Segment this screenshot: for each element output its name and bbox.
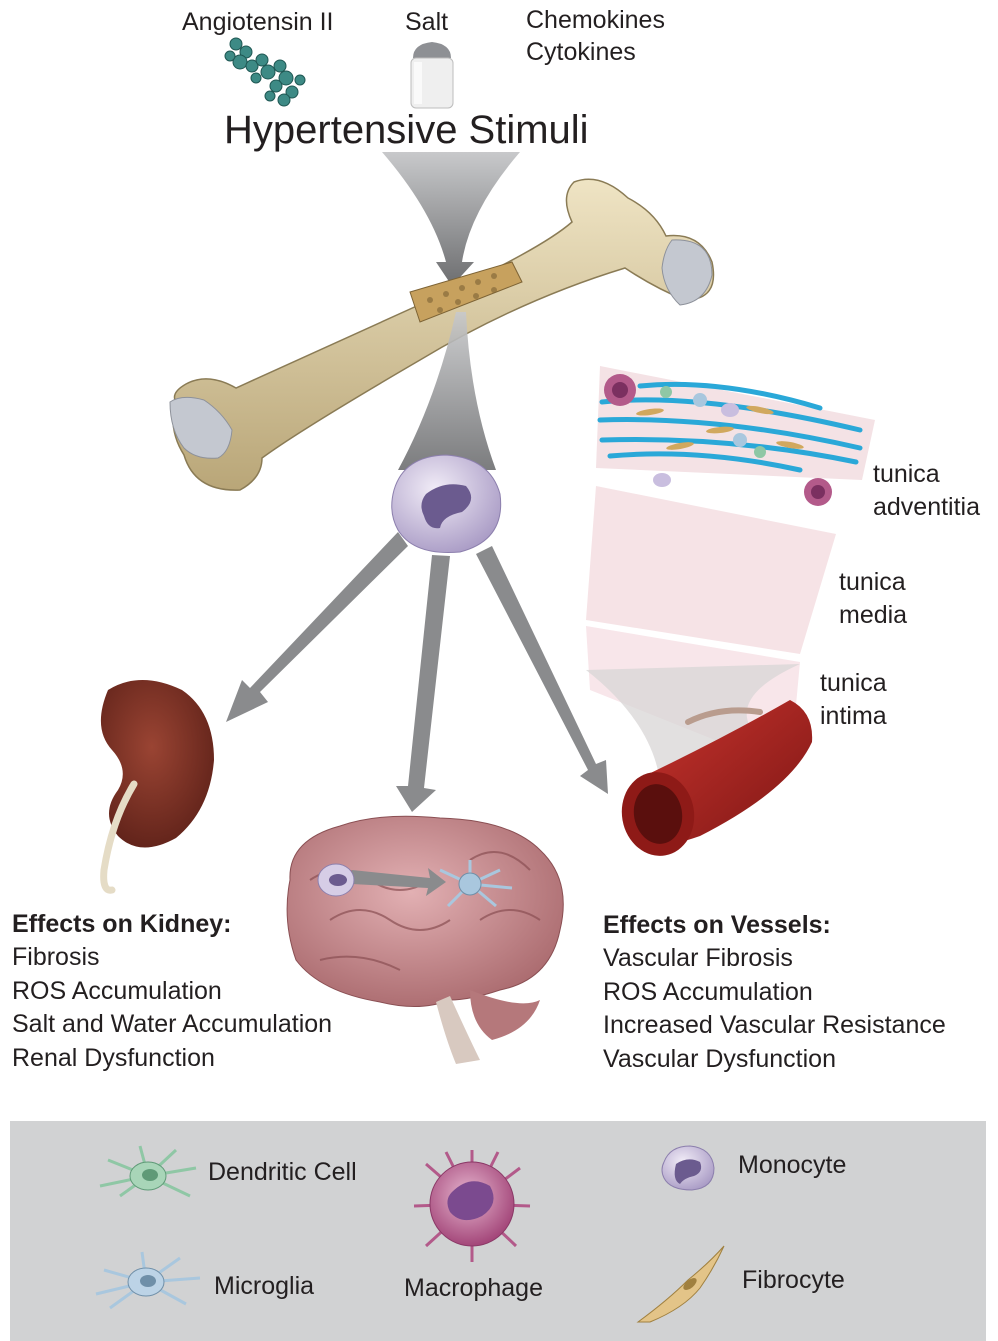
kidney-effect-item: Salt and Water Accumulation [12,1008,332,1042]
vessel-effects-block: Effects on Vessels: Vascular Fibrosis RO… [603,908,946,1076]
dendritic-cell-icon [100,1146,196,1196]
legend-macrophage-label: Macrophage [404,1274,543,1303]
kidney-effects-heading: Effects on Kidney: [12,907,332,941]
vessel-effect-item: Vascular Fibrosis [603,942,946,976]
monocyte-legend-icon [662,1146,714,1190]
vessel-effects-heading: Effects on Vessels: [603,908,946,942]
vessel-effect-item: ROS Accumulation [603,976,946,1010]
vessel-effect-item: Increased Vascular Resistance [603,1009,946,1043]
microglia-icon [96,1252,200,1308]
salt-shaker-icon [411,42,453,108]
stimulus-chemokines-label: Chemokines [526,6,665,35]
vessel-effect-item: Vascular Dysfunction [603,1043,946,1077]
angiotensin-molecule-icon [225,38,305,106]
kidney-effects-block: Effects on Kidney: Fibrosis ROS Accumula… [12,907,332,1075]
diagram-title: Hypertensive Stimuli [224,108,589,153]
legend-dendritic-cell-label: Dendritic Cell [208,1158,357,1187]
fibrocyte-icon [638,1246,724,1322]
stimulus-cytokines-label: Cytokines [526,38,636,67]
monocyte-center-icon [392,455,501,553]
kidney-illustration [101,680,214,890]
tunica-intima-label: tunica intima [820,667,887,733]
kidney-effect-item: Fibrosis [12,941,332,975]
stimulus-salt-label: Salt [405,8,448,37]
macrophage-icon [414,1150,530,1262]
legend-fibrocyte-label: Fibrocyte [742,1266,845,1295]
kidney-effect-item: ROS Accumulation [12,975,332,1009]
legend-microglia-label: Microglia [214,1272,314,1301]
monocyte-arrows [226,532,608,812]
stimulus-angiotensin-label: Angiotensin II [182,8,334,37]
tunica-adventitia-label: tunica adventitia [873,458,980,524]
tunica-media-label: tunica media [839,566,907,632]
legend-monocyte-label: Monocyte [738,1151,846,1180]
kidney-effect-item: Renal Dysfunction [12,1042,332,1076]
